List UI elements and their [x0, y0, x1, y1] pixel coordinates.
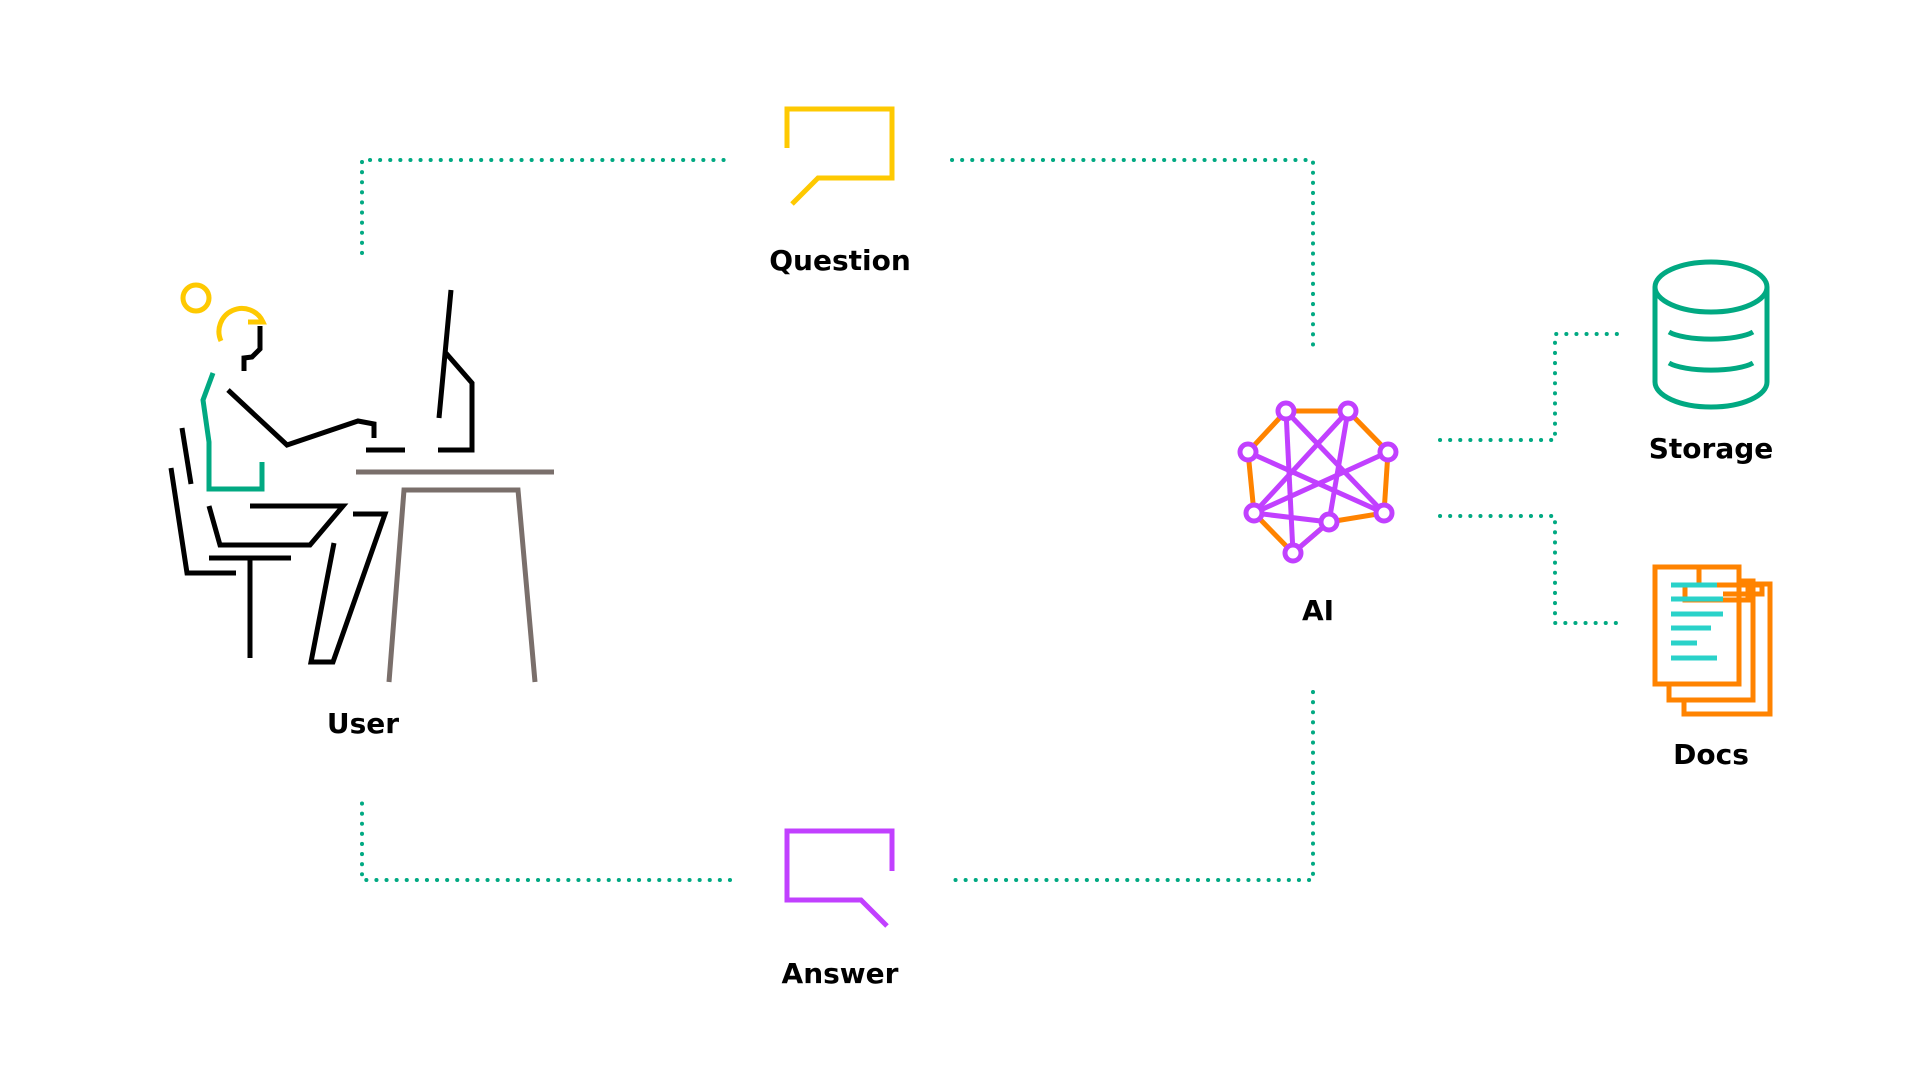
thigh [206, 503, 349, 548]
docs-label: Docs [1673, 738, 1749, 771]
chair-back [179, 427, 194, 485]
answer-label: Answer [782, 957, 899, 990]
person-at-desk-icon [168, 282, 554, 683]
connector-question-to-ai [950, 158, 1315, 347]
connector-answer-to-user [360, 793, 732, 882]
documents-stack-icon [1652, 564, 1773, 717]
user-label: User [327, 707, 399, 740]
connector-ai-to-storage [1438, 332, 1627, 442]
storage-label: Storage [1649, 432, 1774, 465]
lower-leg [307, 511, 389, 665]
database-icon [1652, 259, 1770, 410]
chair [168, 467, 291, 658]
ai-links [1246, 409, 1390, 555]
connectors [360, 158, 1627, 882]
question-label: Question [769, 244, 911, 277]
hair [180, 282, 267, 343]
arm [226, 388, 377, 448]
answer-bubble-icon [784, 828, 895, 928]
ai-label: AI [1302, 594, 1334, 627]
torso [200, 372, 265, 492]
neural-network-icon [1237, 400, 1399, 564]
connector-user-to-question [360, 158, 732, 255]
desk [356, 469, 554, 683]
monitor [436, 289, 475, 453]
face [241, 326, 263, 371]
connector-ai-to-answer [950, 690, 1315, 882]
ai-nodes [1237, 400, 1399, 564]
connector-ai-to-docs [1438, 514, 1627, 625]
docs-text-lines [1671, 582, 1723, 661]
question-bubble-icon [784, 106, 895, 206]
